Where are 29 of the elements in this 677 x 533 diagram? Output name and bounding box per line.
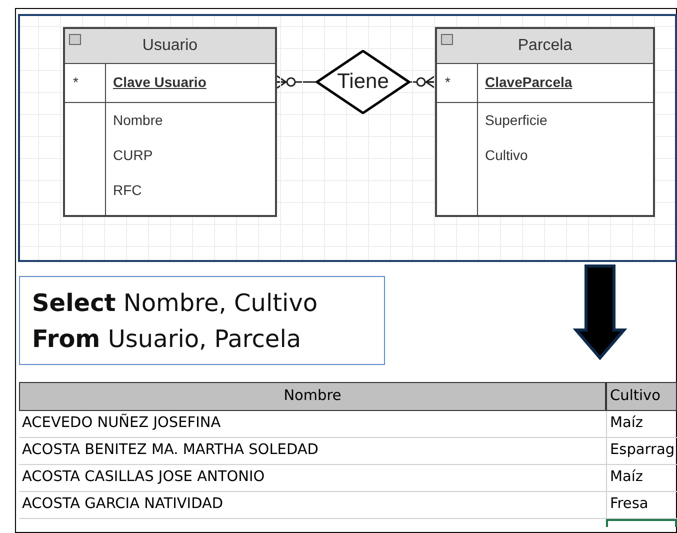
table-cell: ACOSTA CASILLAS JOSE ANTONIO [19,465,606,492]
relationship-line [410,75,436,89]
key-attribute: ClaveParcela [485,74,572,90]
table-cell: ACOSTA GARCIA NATIVIDAD [19,492,606,519]
attribute-label: CURP [113,147,153,163]
table-cell: ACOSTA BENITEZ MA. MARTHA SOLEDAD [19,438,606,465]
key-attribute: Clave Usuario [113,74,206,90]
entity-title: Parcela [518,37,572,55]
attribute-label: RFC [113,182,142,198]
table-cell: Maíz [606,465,677,492]
relationship-label: Tiene [337,70,389,94]
entity-table [63,27,277,217]
query-box [19,276,385,365]
table-cell: Fresa [606,492,677,519]
relationship-line [276,75,316,89]
attribute-label: Cultivo [485,147,528,163]
entity-title: Usuario [142,37,198,55]
query-text: Select Nombre, Cultivo [32,288,319,319]
key-marker: * [445,74,450,90]
table-cell: Esparrag [606,438,677,465]
key-marker: * [73,74,78,90]
table-cell: ACEVEDO NUÑEZ JOSEFINA [19,411,606,438]
table-cell: Maíz [606,411,677,438]
table-header-cell: Cultivo [606,382,677,411]
attribute-label: Nombre [113,112,163,128]
attribute-label: Superficie [485,112,548,128]
query-text: From Usuario, Parcela [32,324,302,355]
table-header-cell: Nombre [19,382,606,411]
entity-table [435,27,655,217]
